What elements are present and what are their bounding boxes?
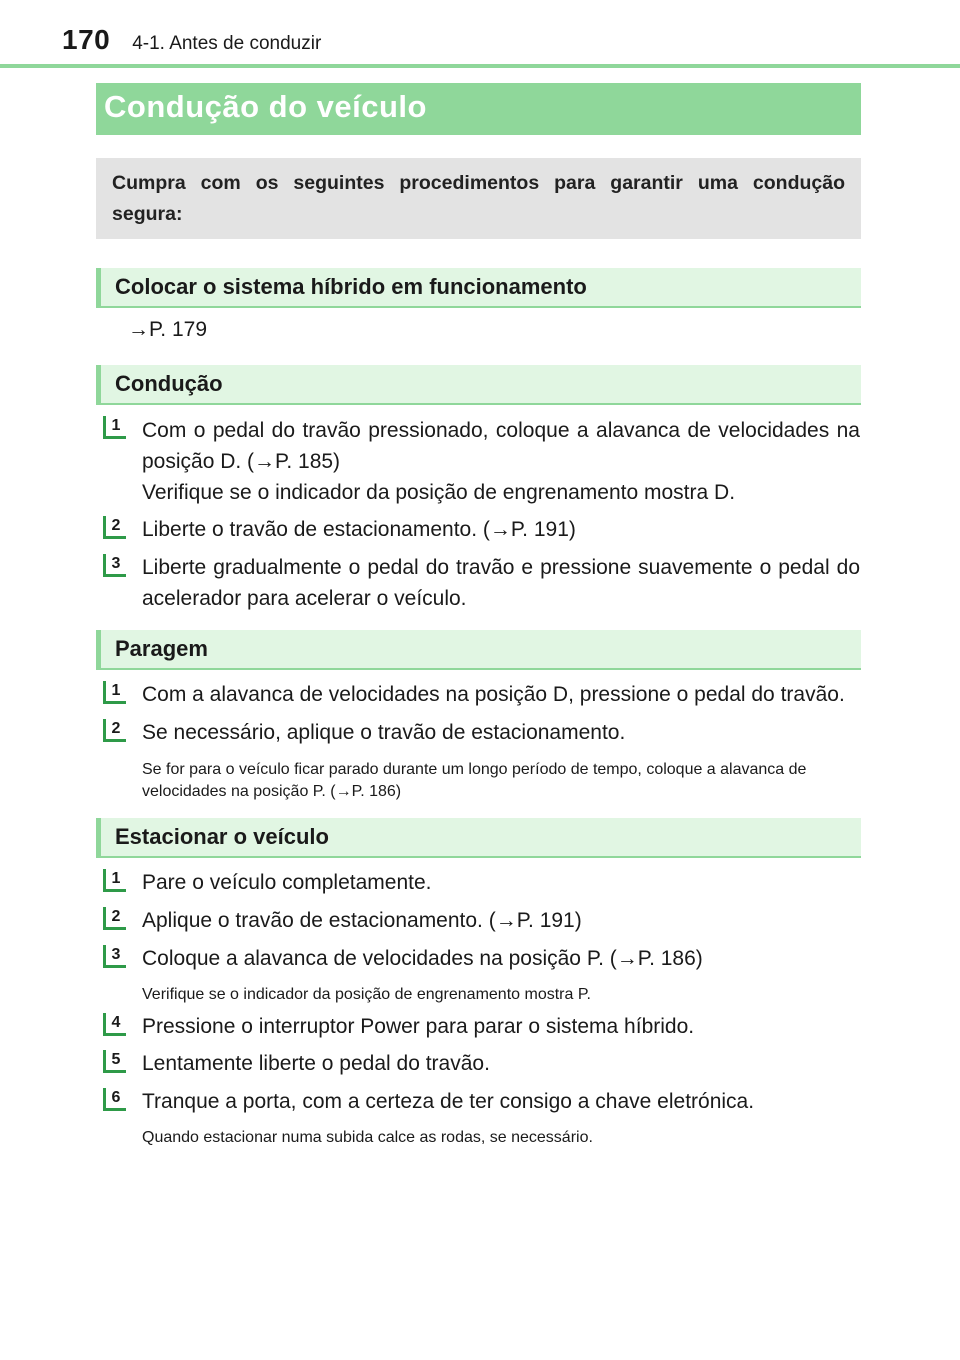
- step-text: Com a alavanca de velocidades na posição…: [142, 683, 845, 706]
- step-note: Verifique se o indicador da posição de e…: [142, 986, 591, 1003]
- page-number: 170: [62, 24, 111, 55]
- page-reference-link[interactable]: →P. 179: [128, 318, 208, 341]
- step-text: Pressione o interruptor Power para parar…: [142, 1015, 695, 1038]
- step-text: Lentamente liberte o pedal do travão.: [142, 1052, 490, 1075]
- section-heading-label: Condução: [115, 371, 223, 396]
- chapter-title: 4-1. Antes de conduzir: [132, 33, 322, 54]
- section-heading-label: Paragem: [115, 636, 208, 661]
- page-title: Condução do veículo: [104, 89, 427, 124]
- step-number: 2: [103, 516, 126, 539]
- step-text: Pare o veículo completamente.: [142, 871, 432, 894]
- section-heading-parking: Estacionar o veículo: [96, 818, 861, 858]
- page-title-banner: Condução do veículo: [96, 83, 861, 135]
- step-number: 3: [103, 554, 126, 577]
- intro-text: Cumpra com os seguintes procedimentos pa…: [112, 172, 845, 225]
- step-note: Se for para o veículo ficar parado duran…: [142, 761, 807, 800]
- step-number: 5: [103, 1050, 126, 1073]
- step-number: 1: [103, 416, 126, 439]
- step-text: Liberte o travão de estacionamento. (→P.…: [142, 518, 576, 541]
- step-subtext: Verifique se o indicador da posição de e…: [142, 481, 736, 504]
- step-note: Quando estacionar numa subida calce as r…: [142, 1129, 593, 1146]
- section-heading-label: Estacionar o veículo: [115, 824, 329, 849]
- step-number: 6: [103, 1088, 126, 1111]
- step-number: 1: [103, 681, 126, 704]
- step-number: 2: [103, 907, 126, 930]
- section-heading-driving: Condução: [96, 365, 861, 405]
- step-number: 4: [103, 1013, 126, 1036]
- step-text: Coloque a alavanca de velocidades na pos…: [142, 947, 703, 970]
- section-heading-start: Colocar o sistema híbrido em funcionamen…: [96, 268, 861, 308]
- step-number: 2: [103, 719, 126, 742]
- section-heading-label: Colocar o sistema híbrido em funcionamen…: [115, 274, 587, 299]
- step-text: Tranque a porta, com a certeza de ter co…: [142, 1090, 755, 1113]
- step-text: Liberte gradualmente o pedal do travão e…: [142, 556, 860, 610]
- step-text: Com o pedal do travão pressionado, coloq…: [142, 419, 860, 473]
- section-heading-stopping: Paragem: [96, 630, 861, 670]
- step-text: Se necessário, aplique o travão de estac…: [142, 721, 626, 744]
- intro-box: Cumpra com os seguintes procedimentos pa…: [96, 158, 861, 239]
- step-text: Aplique o travão de estacionamento. (→P.…: [142, 909, 582, 932]
- page-header: 170 4-1. Antes de conduzir: [62, 24, 321, 60]
- header-divider: [0, 64, 960, 68]
- step-number: 3: [103, 945, 126, 968]
- step-number: 1: [103, 869, 126, 892]
